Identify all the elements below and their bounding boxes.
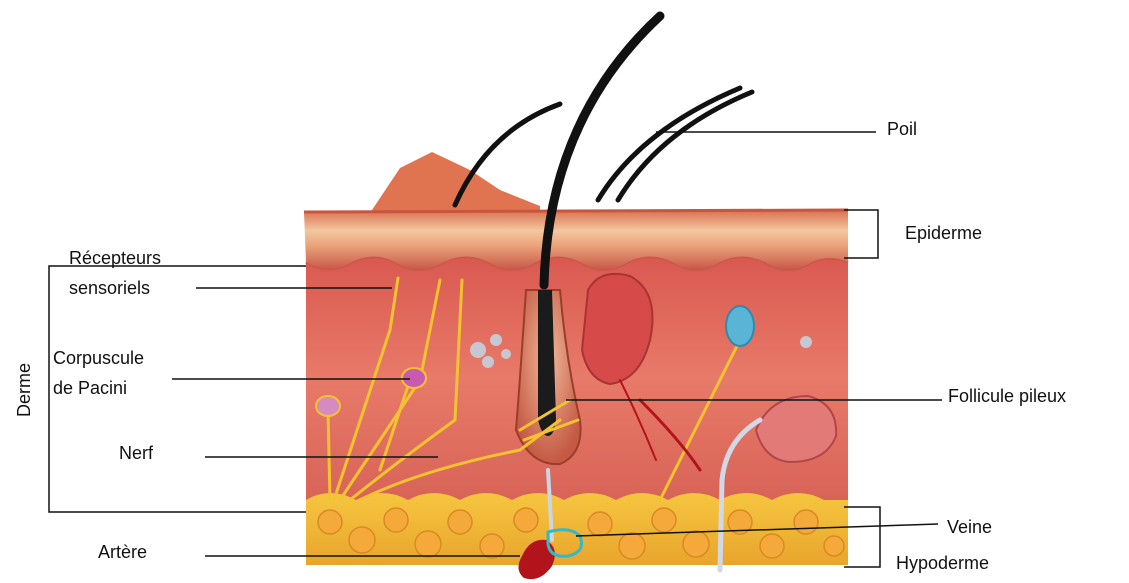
label-follicule-pileux: Follicule pileux xyxy=(948,384,1066,408)
label-hypoderme: Hypoderme xyxy=(896,551,989,575)
epiderme-bracket xyxy=(844,210,878,258)
label-veine: Veine xyxy=(947,515,992,539)
hypoderme-bracket xyxy=(844,507,880,567)
label-epiderme: Epiderme xyxy=(905,221,982,245)
label-poil: Poil xyxy=(887,117,917,141)
pacini-corpuscle xyxy=(316,396,340,416)
label-artere: Artère xyxy=(98,540,147,564)
pacini-corpuscle xyxy=(402,368,426,388)
dermis xyxy=(306,255,848,500)
label-corpuscule-de-pacini: Corpuscule de Pacini xyxy=(53,343,144,403)
label-derme: Derme xyxy=(12,358,36,422)
receptor-blue xyxy=(726,306,754,346)
label-nerf: Nerf xyxy=(119,441,153,465)
label-recepteurs-sensoriels: Récepteurs sensoriels xyxy=(69,243,161,303)
